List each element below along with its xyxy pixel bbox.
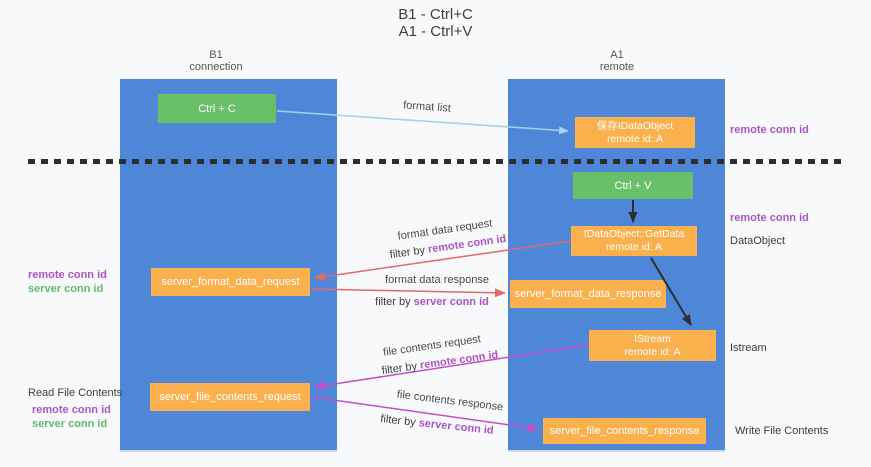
node-server-format-data-response: server_format_data_response: [510, 280, 666, 308]
node-getdata-line2: remote id: A: [605, 241, 663, 253]
column-header-b1: B1 connection: [189, 49, 242, 73]
filter-by-text: filter by: [389, 243, 429, 262]
node-server-file-contents-response-label: server_file_contents_response: [549, 425, 700, 437]
node-ctrl-v-label: Ctrl + V: [614, 179, 652, 192]
remote-conn-id-text: remote conn id: [419, 348, 499, 372]
page-title: B1 - Ctrl+C A1 - Ctrl+V: [0, 6, 871, 40]
node-server-file-contents-request-label: server_file_contents_request: [159, 391, 301, 403]
arrow-format-data-response: [311, 288, 506, 298]
node-ctrl-v: Ctrl + V: [573, 172, 693, 199]
right-remote-conn-id-mid: remote conn id: [730, 212, 809, 224]
server-conn-id-text: server conn id: [413, 296, 489, 308]
read-file-contents-label: Read File Contents: [28, 387, 123, 399]
node-save-idataobject-line2: remote id: A: [606, 132, 664, 145]
node-istream-line1: IStream: [634, 332, 671, 345]
server-conn-id-text: server conn id: [418, 417, 495, 437]
node-ctrl-c-label: Ctrl + C: [198, 102, 236, 115]
node-istream: IStream remote id: A: [589, 330, 716, 361]
left-server-conn-id-2: server conn id: [32, 418, 108, 430]
node-idataobject-getdata: IDataObject::GetData remote id: A: [571, 226, 697, 256]
node-save-idataobject-line1: 保存IDataObject: [596, 119, 674, 132]
filter-by-text: filter by: [375, 296, 414, 308]
node-server-file-contents-response: server_file_contents_response: [543, 418, 706, 444]
column-a1-subtitle: remote: [599, 61, 635, 73]
left-remote-conn-id-2: remote conn id: [32, 404, 111, 416]
node-save-idataobject: 保存IDataObject remote id: A: [575, 117, 695, 148]
column-header-a1: A1 remote: [600, 49, 634, 73]
node-getdata-line1: IDataObject::GetData: [583, 228, 685, 240]
label-file-contents-response: file contents response: [396, 388, 504, 414]
write-file-contents-label: Write File Contents: [735, 425, 829, 437]
title-line-2: A1 - Ctrl+V: [398, 23, 473, 40]
right-remote-conn-id-top: remote conn id: [730, 124, 809, 136]
node-server-format-data-response-label: server_format_data_response: [514, 288, 662, 300]
node-istream-line2: remote id: A: [624, 345, 681, 358]
label-format-data-response: format data response: [385, 274, 489, 286]
node-server-format-data-request: server_format_data_request: [151, 268, 310, 296]
label-filter-by-server-2: filter by server conn id: [380, 413, 494, 437]
label-format-list: format list: [402, 99, 452, 115]
filter-by-text: filter by: [381, 359, 421, 378]
label-filter-by-server-1: filter by server conn id: [375, 296, 489, 308]
column-b1-subtitle: connection: [189, 61, 243, 73]
dashed-separator-line: [28, 159, 846, 164]
node-server-format-data-request-label: server_format_data_request: [161, 276, 300, 288]
left-remote-conn-id: remote conn id: [28, 269, 107, 281]
node-ctrl-c: Ctrl + C: [158, 94, 276, 123]
column-b1-name: B1: [209, 49, 223, 61]
node-server-file-contents-request: server_file_contents_request: [150, 383, 310, 411]
left-server-conn-id: server conn id: [28, 283, 104, 295]
istream-label: Istream: [730, 342, 767, 354]
left-margin-conn-ids-2: remote conn id server conn id: [32, 403, 111, 431]
dataobject-label: DataObject: [730, 235, 786, 247]
title-line-1: B1 - Ctrl+C: [398, 6, 473, 23]
filter-by-text: filter by: [379, 413, 420, 430]
left-margin-conn-ids: remote conn id server conn id: [28, 268, 107, 296]
column-a1-name: A1: [610, 49, 624, 61]
